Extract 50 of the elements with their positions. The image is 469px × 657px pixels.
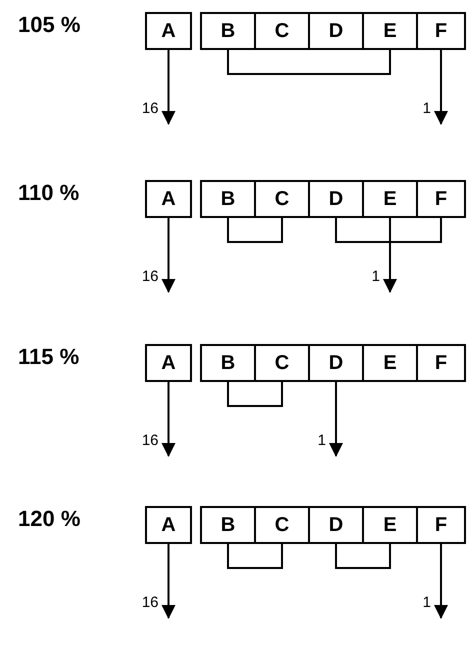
arrow (329, 382, 343, 457)
row-heading: 110 % (18, 180, 80, 206)
edge-label: 16 (142, 594, 158, 611)
letter-box: E (362, 506, 418, 544)
bracket-line (227, 50, 391, 75)
letter-box: C (254, 12, 310, 50)
bracket-line (227, 382, 283, 407)
letter-box: F (416, 180, 466, 218)
edge-label: 16 (142, 100, 158, 117)
letter-box: F (416, 344, 466, 382)
arrow (162, 218, 176, 293)
row-heading: 120 % (18, 506, 80, 532)
letter-box: A (145, 506, 192, 544)
letter-box: C (254, 344, 310, 382)
bracket-line (335, 218, 442, 243)
row-heading: 115 % (18, 344, 80, 370)
letter-box: D (308, 344, 364, 382)
arrow (383, 218, 397, 293)
edge-label: 1 (372, 268, 380, 285)
edge-label: 1 (422, 100, 431, 117)
letter-box: B (200, 506, 256, 544)
arrow (434, 544, 448, 619)
letter-box: E (362, 180, 418, 218)
letter-box: C (254, 506, 310, 544)
letter-box: A (145, 12, 192, 50)
letter-box: D (308, 180, 364, 218)
letter-box: B (200, 12, 256, 50)
letter-box: A (145, 180, 192, 218)
row-heading: 105 % (18, 12, 80, 38)
bracket-line (227, 218, 283, 243)
letter-box: E (362, 12, 418, 50)
letter-box: E (362, 344, 418, 382)
letter-box: F (416, 12, 466, 50)
arrow (434, 50, 448, 125)
letter-box: A (145, 344, 192, 382)
letter-box: D (308, 12, 364, 50)
letter-box: C (254, 180, 310, 218)
arrow (162, 382, 176, 457)
letter-box: B (200, 344, 256, 382)
bracket-line (227, 544, 283, 569)
edge-label: 16 (142, 432, 158, 449)
letter-box: B (200, 180, 256, 218)
letter-box: F (416, 506, 466, 544)
edge-label: 16 (142, 268, 158, 285)
letter-box: D (308, 506, 364, 544)
edge-label: 1 (422, 594, 431, 611)
edge-label: 1 (318, 432, 326, 449)
bracket-line (335, 544, 391, 569)
arrow (162, 50, 176, 125)
arrow (162, 544, 176, 619)
